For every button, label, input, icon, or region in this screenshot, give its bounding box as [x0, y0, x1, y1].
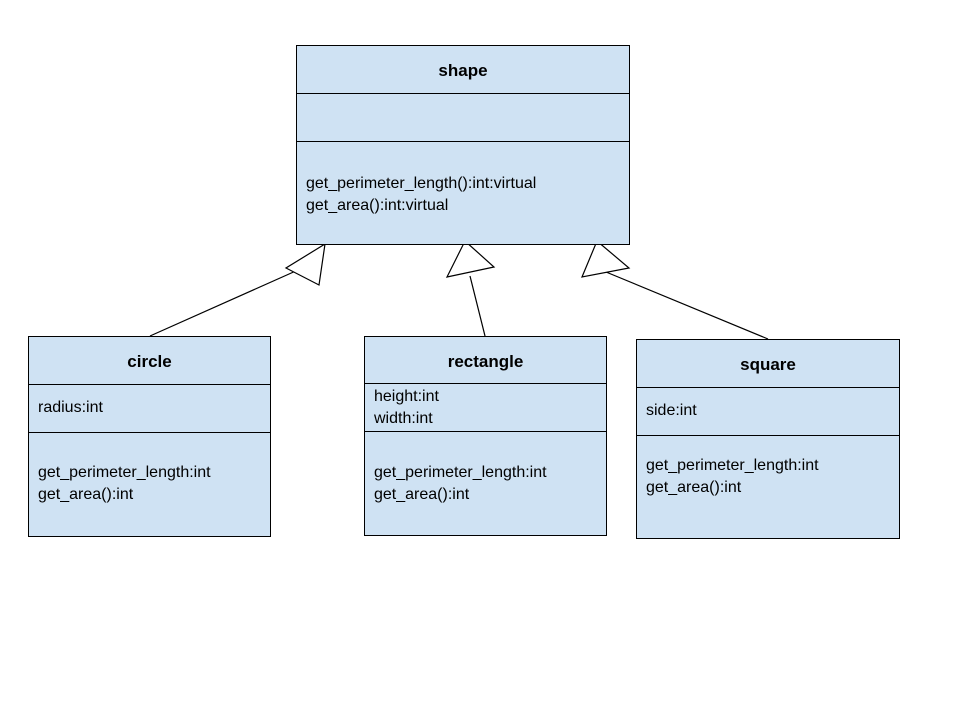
square-inherits-shape	[581, 240, 769, 340]
class-rectangle[interactable]: rectangle height:int width:int get_perim…	[364, 336, 607, 536]
attributes-compartment: height:int width:int	[365, 383, 606, 431]
attributes-compartment: side:int	[637, 387, 899, 435]
method: get_perimeter_length():int:virtual	[306, 175, 537, 192]
attribute: radius:int	[38, 399, 103, 416]
method: get_area():int	[646, 479, 742, 496]
method: get_area():int	[374, 486, 470, 503]
method: get_perimeter_length:int	[374, 464, 547, 481]
method: get_area():int:virtual	[306, 197, 449, 214]
class-circle[interactable]: circle radius:int get_perimeter_length:i…	[28, 336, 271, 537]
class-name: square	[740, 355, 796, 374]
attribute: height:int	[374, 388, 439, 405]
circle-inherits-shape	[149, 242, 326, 337]
attributes-compartment	[297, 93, 629, 141]
methods-compartment: get_perimeter_length:int get_area():int	[637, 435, 899, 538]
methods-compartment: get_perimeter_length():int:virtual get_a…	[297, 141, 629, 244]
class-name: shape	[438, 61, 488, 80]
attributes-compartment: radius:int	[29, 384, 270, 432]
methods-compartment: get_perimeter_length:int get_area():int	[365, 431, 606, 535]
method: get_perimeter_length:int	[646, 457, 819, 474]
class-shape[interactable]: shape get_perimeter_length():int:virtual…	[296, 45, 630, 245]
class-name: rectangle	[447, 352, 524, 371]
methods-compartment: get_perimeter_length:int get_area():int	[29, 432, 270, 536]
method: get_area():int	[38, 486, 134, 503]
attribute: side:int	[646, 402, 697, 419]
rectangle-inherits-shape	[445, 240, 496, 337]
class-square[interactable]: square side:int get_perimeter_length:int…	[636, 339, 900, 539]
attribute: width:int	[374, 410, 433, 427]
class-name: circle	[127, 352, 172, 371]
method: get_perimeter_length:int	[38, 464, 211, 481]
